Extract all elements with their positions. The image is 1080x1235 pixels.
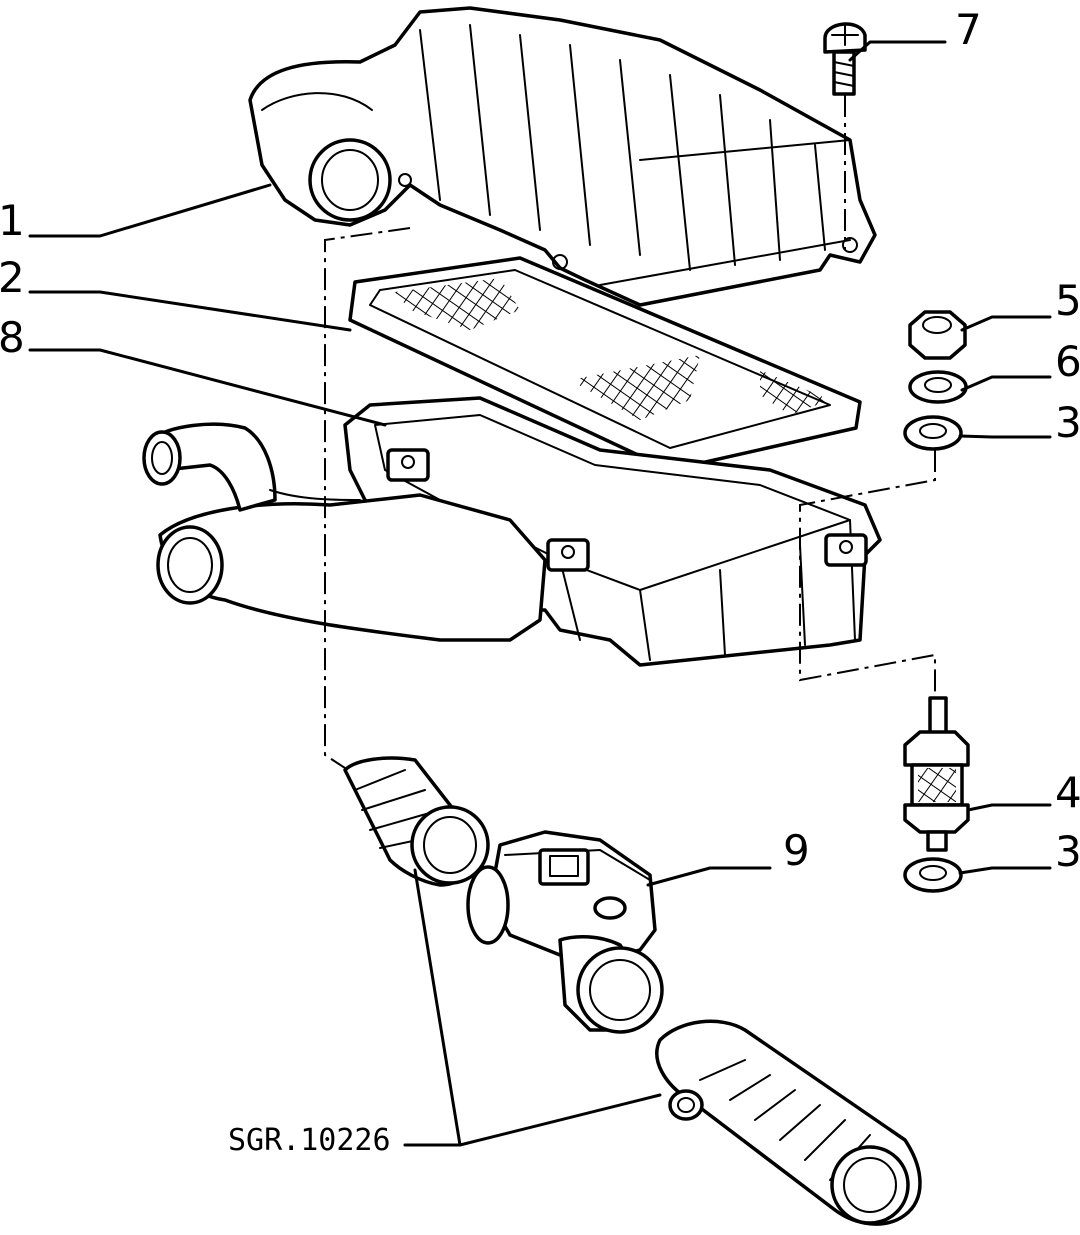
- callout-2: 2: [0, 253, 25, 302]
- callout-1: 1: [0, 196, 25, 245]
- assembly-line-mount: [799, 450, 936, 698]
- callout-7: 7: [955, 5, 982, 54]
- rubber-mount: [903, 696, 970, 852]
- callout-4: 4: [1055, 768, 1080, 817]
- air-cleaner-cover: [248, 6, 877, 307]
- callout-3-upper: 3: [1055, 398, 1080, 447]
- air-cleaner-housing: [142, 396, 882, 667]
- leader-lines: [28, 40, 1052, 1147]
- reference-code: SGR.10226: [228, 1123, 391, 1158]
- nut: [908, 310, 967, 360]
- airflow-meter: [466, 830, 664, 1034]
- intake-hose: [343, 756, 490, 887]
- callout-6: 6: [1055, 337, 1080, 386]
- assembly-line-hose: [324, 227, 411, 769]
- air-filter-element: [348, 256, 862, 472]
- washer-lower: [903, 857, 963, 893]
- callout-3-lower: 3: [1055, 827, 1080, 876]
- callout-5: 5: [1055, 276, 1080, 325]
- outlet-hose: [655, 1019, 922, 1226]
- washer-upper: [903, 415, 963, 451]
- callout-8: 8: [0, 313, 25, 362]
- spring-washer: [908, 370, 968, 404]
- screw: [823, 22, 867, 96]
- callout-9: 9: [783, 826, 810, 875]
